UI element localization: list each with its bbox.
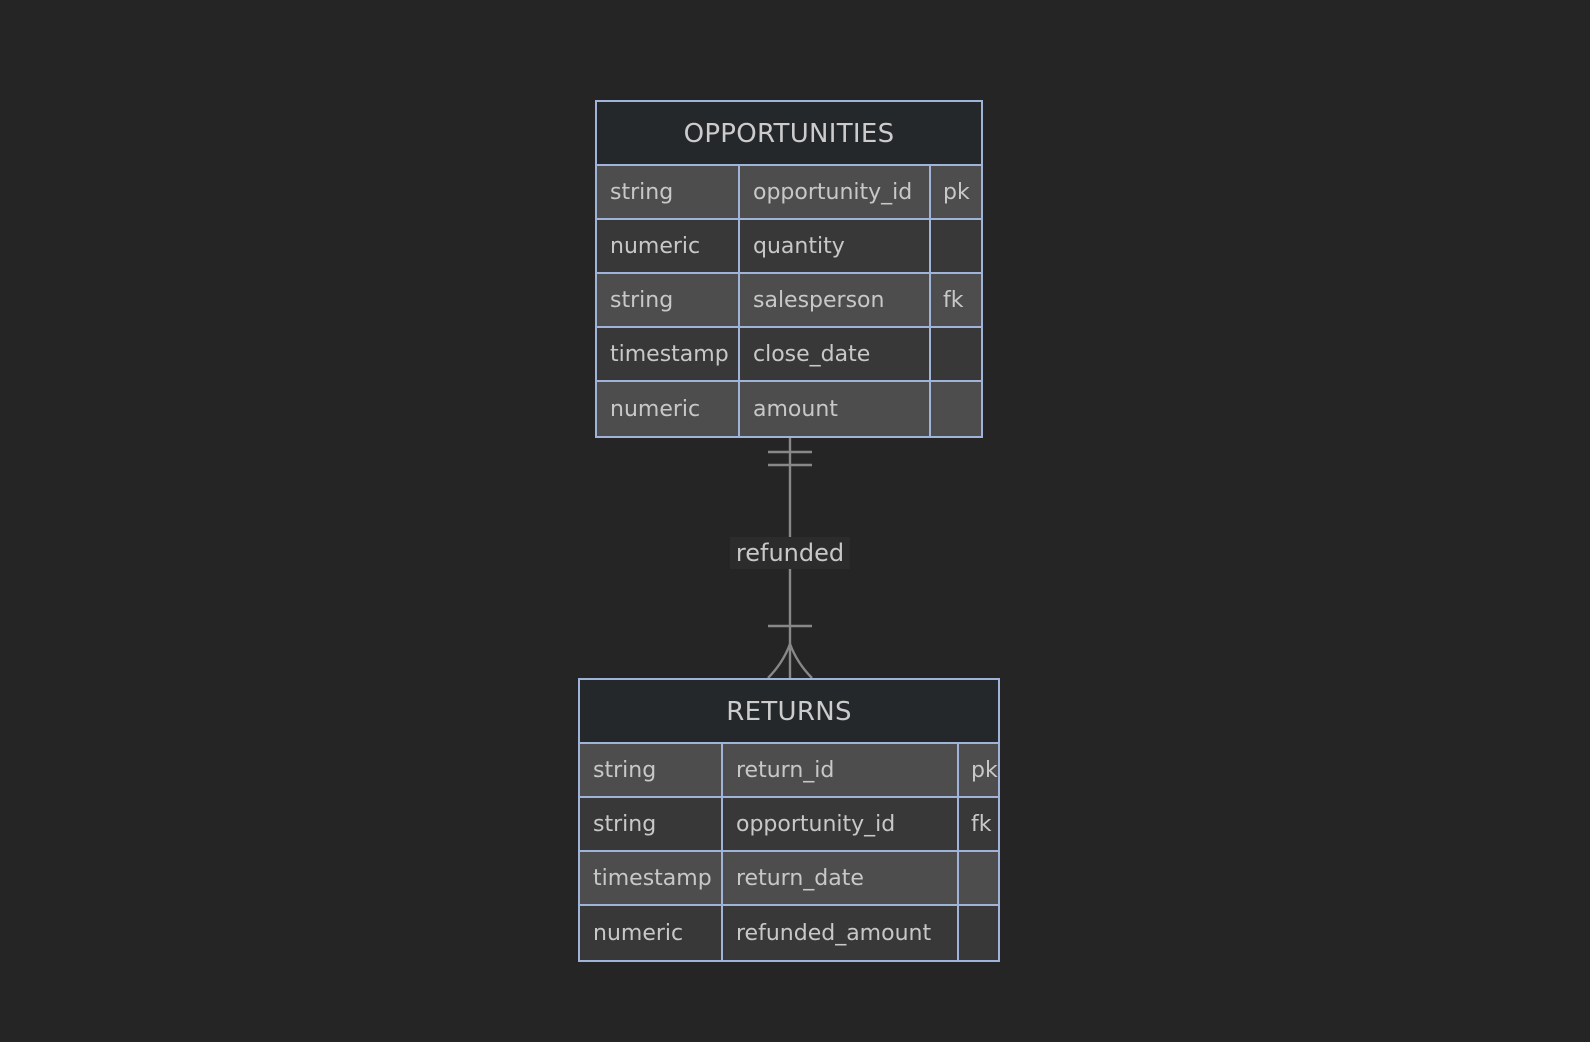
table-row: string opportunity_id pk (597, 166, 981, 220)
attribute-type: numeric (597, 220, 740, 272)
crows-foot-right (788, 643, 813, 679)
attribute-type: timestamp (580, 852, 723, 904)
table-row: numeric quantity (597, 220, 981, 274)
entity-opportunities[interactable]: OPPORTUNITIES string opportunity_id pk n… (595, 100, 983, 438)
attribute-type: string (580, 744, 723, 796)
attribute-key (931, 328, 981, 380)
attribute-name: quantity (740, 220, 931, 272)
attribute-type: numeric (597, 382, 740, 436)
attribute-name: amount (740, 382, 931, 436)
relationship-label: refunded (729, 537, 851, 569)
attribute-key: fk (943, 287, 964, 313)
attribute-type: string (597, 166, 740, 218)
entity-returns[interactable]: RETURNS string return_id pk string oppor… (578, 678, 1000, 962)
attribute-name: salesperson (740, 274, 931, 326)
attribute-key (931, 382, 981, 436)
table-row: timestamp return_date (580, 852, 998, 906)
table-row: timestamp close_date (597, 328, 981, 382)
attribute-key (959, 906, 998, 960)
attribute-type: numeric (580, 906, 723, 960)
table-row: string opportunity_id fk (580, 798, 998, 852)
table-row: numeric refunded_amount (580, 906, 998, 960)
attribute-name: return_date (723, 852, 959, 904)
attribute-type: string (597, 274, 740, 326)
attribute-type: timestamp (597, 328, 740, 380)
table-row: numeric amount (597, 382, 981, 436)
table-row: string return_id pk (580, 744, 998, 798)
entity-title-returns: RETURNS (580, 680, 998, 744)
table-row: string salesperson fk (597, 274, 981, 328)
attribute-name: close_date (740, 328, 931, 380)
attribute-key (959, 852, 998, 904)
attribute-name: opportunity_id (723, 798, 959, 850)
attribute-key (931, 220, 981, 272)
attribute-key: pk (971, 757, 998, 783)
attribute-type: string (580, 798, 723, 850)
attribute-name: refunded_amount (723, 906, 959, 960)
attribute-name: opportunity_id (740, 166, 931, 218)
attribute-name: return_id (723, 744, 959, 796)
attribute-key: fk (971, 811, 992, 837)
entity-title-opportunities: OPPORTUNITIES (597, 102, 981, 166)
crows-foot-left (767, 643, 792, 679)
attribute-key: pk (943, 179, 970, 205)
